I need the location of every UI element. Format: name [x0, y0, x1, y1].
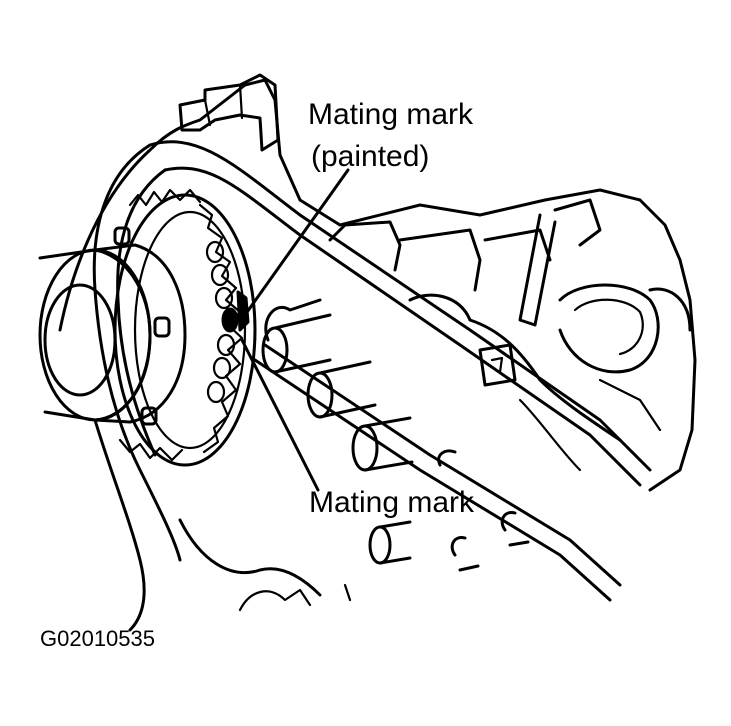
sensor-housing-detail	[203, 83, 244, 127]
sensor-housing	[178, 73, 280, 152]
chain-left-run	[92, 143, 182, 562]
leader-line-bottom	[240, 338, 320, 492]
mating-mark-painted-label-line1: Mating mark	[308, 98, 474, 131]
cylinder-head	[328, 198, 692, 472]
mating-mark-bottom-label: Mating mark	[309, 486, 475, 519]
timing-chain-lower	[253, 358, 612, 602]
timing-chain-outer	[148, 140, 652, 472]
cam-lobes	[261, 298, 530, 572]
timing-chain-lower-inner	[263, 343, 622, 587]
leader-line-top	[238, 168, 350, 324]
lower-housing	[93, 418, 146, 632]
vvt-hub	[38, 226, 187, 426]
figure-code: G02010535	[40, 626, 155, 651]
mating-mark-painted-label-line2: (painted)	[311, 140, 430, 173]
lower-housing-detail	[178, 518, 322, 597]
lower-housing-bumps	[238, 583, 352, 612]
